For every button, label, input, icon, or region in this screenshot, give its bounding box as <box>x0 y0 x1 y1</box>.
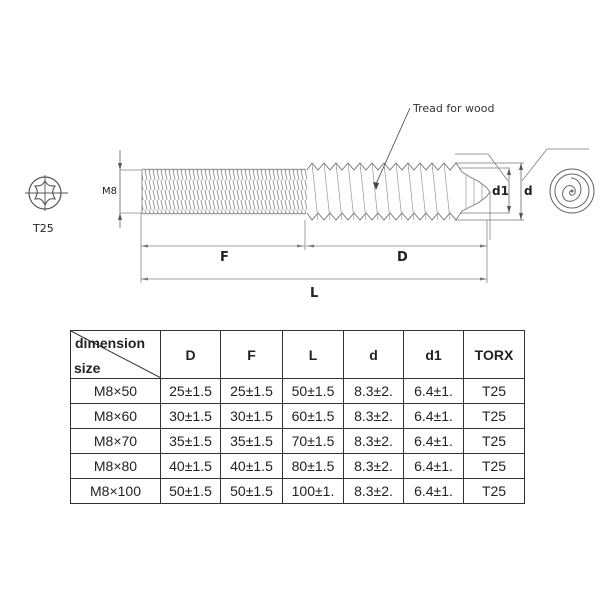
cell-D: 30±1.5 <box>160 403 221 429</box>
cell-torx: T25 <box>463 378 525 404</box>
wood-thread-callout <box>373 107 411 190</box>
cell-L: 70±1.5 <box>282 428 344 454</box>
screw-drawing <box>25 107 595 283</box>
diagonal-divider <box>71 331 160 378</box>
cell-torx: T25 <box>463 428 525 454</box>
corner-header-bottom: size <box>74 360 101 376</box>
cell-d1: 6.4±1. <box>403 428 464 454</box>
cell-d1: 6.4±1. <box>403 453 464 479</box>
header-torx: TORX <box>463 330 525 379</box>
table-row: M8×80 40±1.5 40±1.5 80±1.5 8.3±2. 6.4±1.… <box>70 453 525 479</box>
m8-label: M8 <box>102 186 117 197</box>
cell-torx: T25 <box>463 478 525 504</box>
d-d1-dimensions <box>455 148 589 240</box>
length-dimensions <box>140 213 488 283</box>
cell-F: 30±1.5 <box>220 403 283 429</box>
header-d1: d1 <box>403 330 464 379</box>
table-row: M8×70 35±1.5 35±1.5 70±1.5 8.3±2. 6.4±1.… <box>70 428 525 454</box>
cell-torx: T25 <box>463 403 525 429</box>
table-row: M8×60 30±1.5 30±1.5 60±1.5 8.3±2. 6.4±1.… <box>70 403 525 429</box>
cell-L: 100±1. <box>282 478 344 504</box>
dim-f-label: F <box>220 250 229 265</box>
cell-d: 8.3±2. <box>343 403 404 429</box>
cell-d: 8.3±2. <box>343 478 404 504</box>
header-F: F <box>220 330 283 379</box>
screw-tip-end-view-icon <box>549 168 595 214</box>
table-header-row: dimension size D F L d d1 TORX <box>70 330 525 379</box>
cell-size: M8×70 <box>70 428 161 454</box>
m8-dimension <box>118 150 142 228</box>
cell-torx: T25 <box>463 453 525 479</box>
cell-L: 50±1.5 <box>282 378 344 404</box>
cell-F: 25±1.5 <box>220 378 283 404</box>
corner-header-top: dimension <box>75 335 146 351</box>
table-row: M8×50 25±1.5 25±1.5 50±1.5 8.3±2. 6.4±1.… <box>70 378 525 404</box>
corner-header-cell: dimension size <box>70 330 161 379</box>
cell-F: 35±1.5 <box>220 428 283 454</box>
torx-label: T25 <box>33 222 54 235</box>
dim-l-label: L <box>310 286 319 301</box>
cell-size: M8×60 <box>70 403 161 429</box>
dim-d1-label: d1 <box>492 184 509 198</box>
cell-size: M8×50 <box>70 378 161 404</box>
header-d: d <box>343 330 404 379</box>
cell-L: 80±1.5 <box>282 453 344 479</box>
cell-L: 60±1.5 <box>282 403 344 429</box>
header-L: L <box>282 330 344 379</box>
cell-d1: 6.4±1. <box>403 403 464 429</box>
cell-d: 8.3±2. <box>343 428 404 454</box>
table-row: M8×100 50±1.5 50±1.5 100±1. 8.3±2. 6.4±1… <box>70 478 525 504</box>
cell-D: 50±1.5 <box>160 478 221 504</box>
cell-d: 8.3±2. <box>343 378 404 404</box>
torx-head-icon <box>25 175 68 211</box>
cell-d1: 6.4±1. <box>403 378 464 404</box>
machine-thread <box>141 168 307 215</box>
wood-thread-callout-text: Tread for wood <box>413 102 495 115</box>
cell-size: M8×80 <box>70 453 161 479</box>
cell-F: 40±1.5 <box>220 453 283 479</box>
cell-d: 8.3±2. <box>343 453 404 479</box>
cell-size: M8×100 <box>70 478 161 504</box>
dimension-table: dimension size D F L d d1 TORX M8×50 25±… <box>70 330 525 504</box>
dim-small-d-label: d <box>524 184 533 198</box>
dim-d-label: D <box>397 250 408 265</box>
cell-D: 25±1.5 <box>160 378 221 404</box>
cell-d1: 6.4±1. <box>403 478 464 504</box>
cell-D: 35±1.5 <box>160 428 221 454</box>
cell-F: 50±1.5 <box>220 478 283 504</box>
cell-D: 40±1.5 <box>160 453 221 479</box>
header-D: D <box>160 330 221 379</box>
wood-thread <box>306 162 491 221</box>
